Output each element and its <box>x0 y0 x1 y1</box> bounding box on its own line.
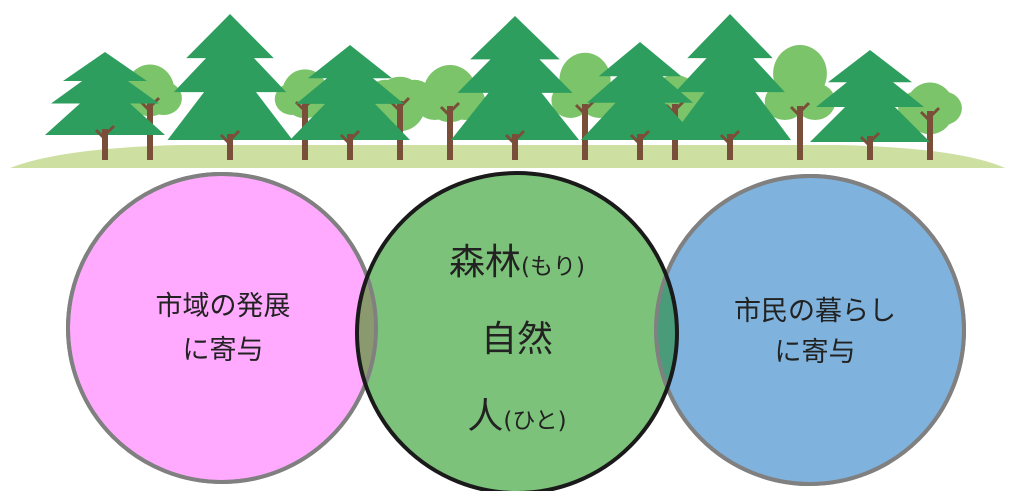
ground <box>10 145 1005 168</box>
right-circle-line2: に寄与 <box>774 337 856 368</box>
conifer-tree <box>45 52 165 135</box>
tree-row <box>45 14 962 160</box>
center-forest-main: 森林 <box>449 242 522 283</box>
conifer-tree <box>810 50 930 142</box>
conifer-tree <box>451 16 579 140</box>
right-circle-text: 市民の暮らし に寄与 <box>674 291 956 373</box>
center-line-nature: 自然 <box>362 310 672 362</box>
conifer-tree <box>167 14 293 140</box>
center-forest-ruby: (もり) <box>521 254 585 280</box>
center-people-main: 人 <box>467 396 504 437</box>
conifer-tree <box>290 45 410 140</box>
left-circle-outline <box>66 172 378 484</box>
center-line-forest: 森林(もり) <box>362 233 672 285</box>
right-circle-line1: 市民の暮らし <box>734 296 896 327</box>
conifer-tree <box>669 14 791 140</box>
center-line-people: 人(ひと) <box>362 387 672 439</box>
center-nature: 自然 <box>480 319 553 360</box>
left-circle-text: 市域の発展 に寄与 <box>78 285 368 373</box>
left-circle-line2: に寄与 <box>182 335 264 366</box>
right-circle-outline <box>654 174 966 486</box>
left-circle-line1: 市域の発展 <box>155 291 291 322</box>
center-circle-outline <box>355 171 679 491</box>
broadleaf-tree <box>764 45 836 120</box>
center-people-ruby: (ひと) <box>503 408 567 434</box>
conifer-tree <box>581 42 699 140</box>
center-circle <box>357 173 677 491</box>
